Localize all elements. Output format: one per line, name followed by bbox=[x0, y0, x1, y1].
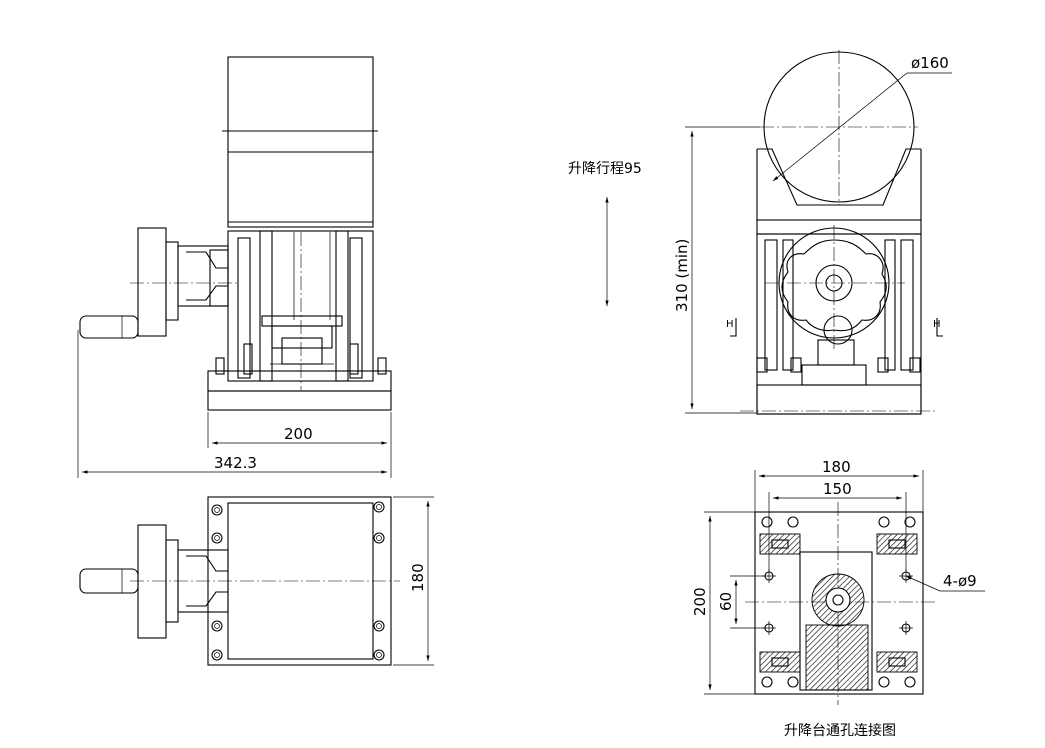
side-frame bbox=[756, 233, 922, 415]
dim-plate-depth: 200 bbox=[691, 587, 709, 616]
section-mark-left: H bbox=[726, 319, 734, 330]
handwheel bbox=[137, 227, 167, 337]
dim-plate-width: 180 bbox=[822, 458, 851, 476]
dim-overall-width: 342.3 bbox=[214, 454, 257, 472]
front-view-dimensions: 200 342.3 bbox=[77, 330, 392, 478]
top-view bbox=[79, 496, 400, 666]
section-mark-right: H bbox=[933, 319, 941, 330]
mounting-plate-view: 4-ø9 180 150 200 60 升降台通孔连接图 bbox=[691, 458, 985, 739]
gearbox bbox=[177, 245, 229, 307]
dim-hole-callout: 4-ø9 bbox=[943, 572, 977, 590]
dim-front-width: 200 bbox=[284, 425, 313, 443]
dim-motor-diameter: ø160 bbox=[911, 54, 949, 72]
stroke-note: 升降行程95 bbox=[568, 161, 642, 306]
crank-handle bbox=[79, 315, 139, 339]
mounting-plate bbox=[754, 511, 924, 695]
motor-housing bbox=[227, 56, 374, 228]
dim-height-min: 310 (min) bbox=[673, 239, 691, 312]
side-view: H H ø160 310 (min) bbox=[673, 50, 952, 415]
dim-hole-spacing-y: 60 bbox=[717, 592, 735, 611]
stroke-note-text: 升降行程95 bbox=[568, 161, 642, 177]
bottom-caption: 升降台通孔连接图 bbox=[784, 722, 896, 739]
top-view-dimensions: 180 bbox=[393, 496, 434, 666]
dim-hole-spacing-x: 150 bbox=[823, 480, 852, 498]
dim-top-depth: 180 bbox=[409, 563, 427, 592]
front-view bbox=[79, 56, 392, 411]
